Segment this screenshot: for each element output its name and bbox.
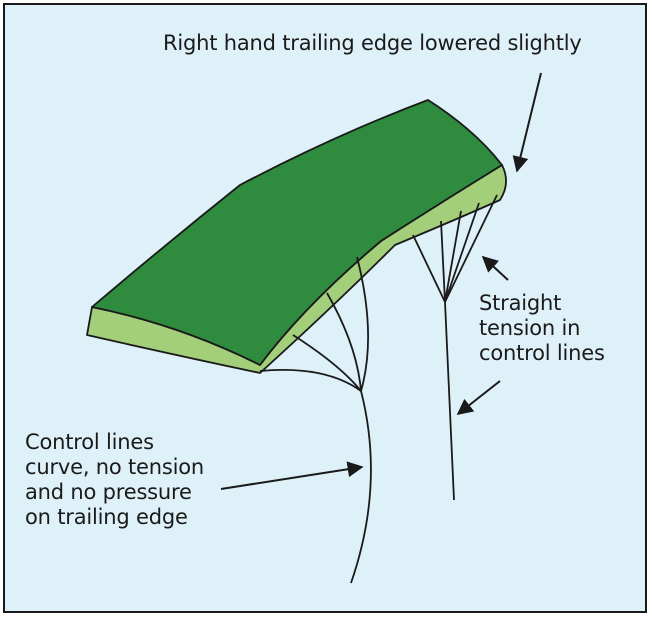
- straight-tension-line-2: tension in: [479, 316, 581, 340]
- straight-tension-line-3: control lines: [479, 341, 605, 365]
- arrow-straight-tension: [481, 255, 509, 281]
- curved-lines-line-1: Control lines: [25, 430, 154, 454]
- diagram-frame: Right hand trailing edge lowered slightl…: [3, 3, 647, 613]
- curved-lines-label: Control lines curve, no tension and no p…: [25, 430, 204, 530]
- curved-lines-line-2: curve, no tension: [25, 455, 205, 479]
- paraglider-illustration: [86, 72, 542, 584]
- arrow-control-lines: [456, 380, 501, 415]
- taut-control-lines: [412, 194, 498, 501]
- canopy-top-surface: [91, 99, 503, 366]
- straight-tension-label: Straight tension in control lines: [479, 291, 605, 366]
- annotation-arrows: [220, 72, 542, 490]
- curved-lines-line-3: and no pressure: [25, 480, 192, 504]
- trailing-edge-label: Right hand trailing edge lowered slightl…: [163, 31, 582, 56]
- slack-control-lines: [259, 256, 372, 584]
- curved-lines-line-4: on trailing edge: [25, 505, 188, 529]
- arrow-curved-lines: [220, 461, 364, 490]
- trailing-edge-text: Right hand trailing edge lowered slightl…: [163, 31, 582, 55]
- straight-tension-line-1: Straight: [479, 291, 562, 315]
- arrow-trailing-edge: [512, 72, 542, 173]
